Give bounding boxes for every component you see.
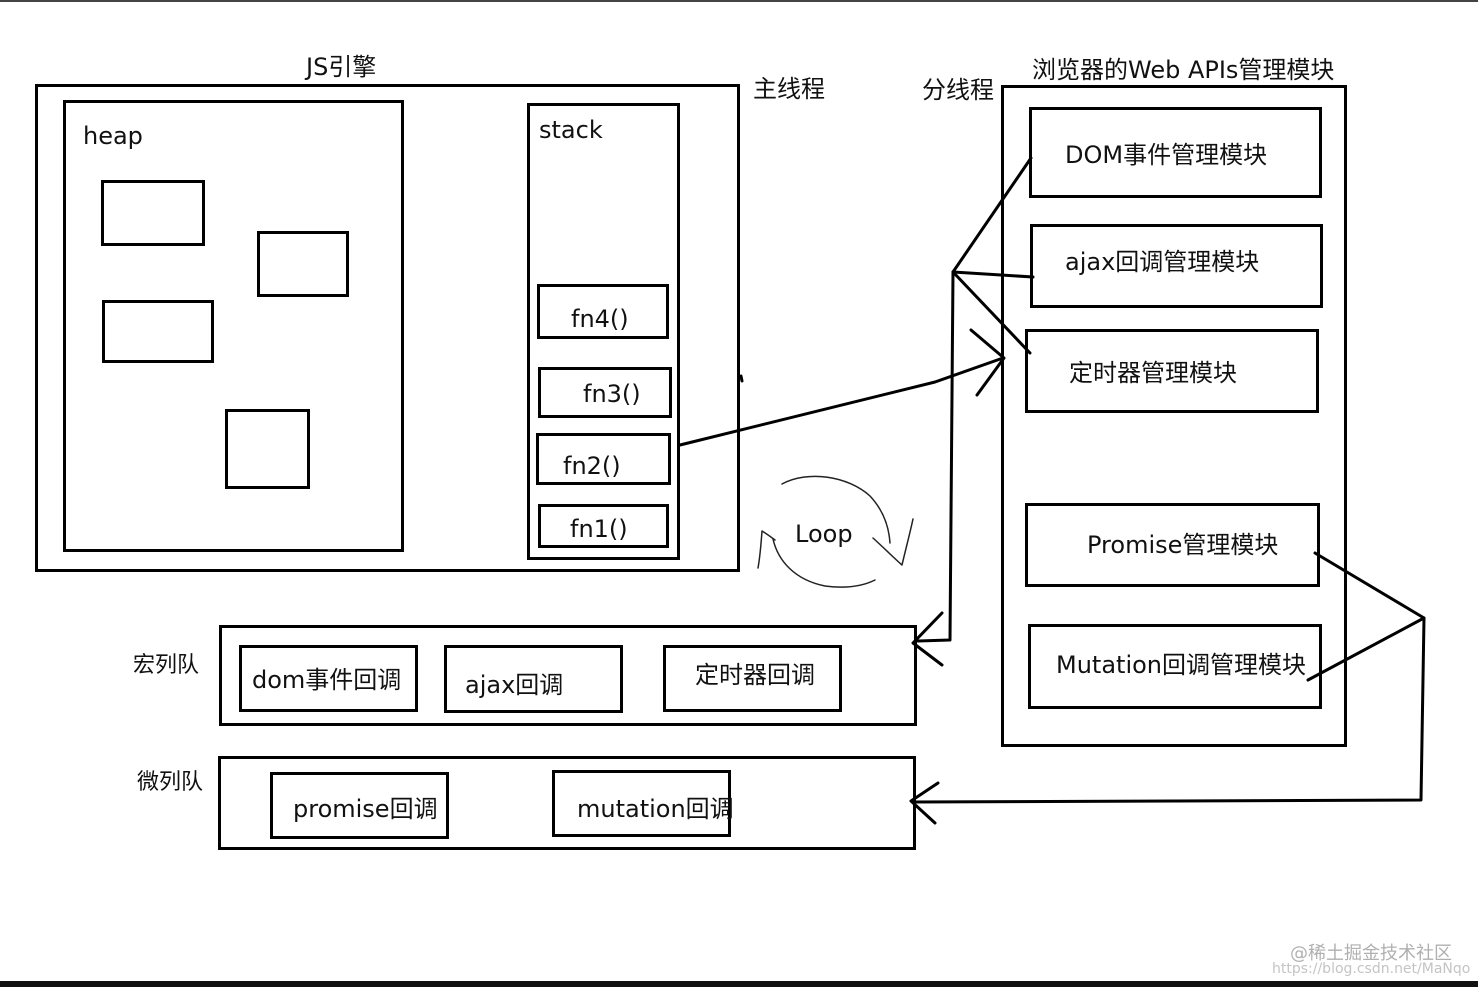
dom-event-module: DOM事件管理模块 [1029,107,1322,198]
loop-arrowhead-left [757,530,776,569]
micro-task-promise: promise回调 [270,772,449,839]
micro-queue-label: 微列队 [137,770,204,795]
stack-frame-fn1: fn1() [538,504,669,548]
macro-task-dom-event: dom事件回调 [239,645,418,712]
heap-object [225,409,310,489]
macro-queue-arrowhead [911,611,944,667]
micro-task-mutation: mutation回调 [552,770,734,837]
side-thread-label: 分线程 [922,76,994,104]
loop-label: Loop [795,520,853,548]
loop-arrowhead-right [872,518,914,566]
js-engine-title: JS引擎 [306,53,377,81]
js-engine-edge-mark [739,374,744,383]
fn2-arrowhead [969,328,1006,397]
macro-queue-label: 宏列队 [133,653,200,678]
promise-module: Promise管理模块 [1025,503,1320,587]
macro-task-timer: 定时器回调 [663,645,842,712]
web-apis-to-macro-queue-line [916,270,955,643]
heap-object [257,231,349,297]
bottom-border [0,981,1478,987]
heap-object [101,180,205,246]
mutation-callback-module: Mutation回调管理模块 [1028,624,1322,709]
stack-label: stack [539,116,603,144]
heap-label: heap [83,122,143,150]
ajax-callback-module: ajax回调管理模块 [1030,224,1323,308]
timer-module: 定时器管理模块 [1025,329,1319,413]
stack-frame-fn3: fn3() [538,367,672,418]
stack-frame-fn4: fn4() [537,284,669,339]
heap-box [63,100,404,552]
macro-task-ajax: ajax回调 [444,645,623,713]
watermark-url: https://blog.csdn.net/MaNqo [1272,961,1471,977]
watermark-site: @稀土掘金技术社区 [1290,943,1452,964]
stack-box [527,103,680,560]
top-border [0,0,1478,2]
js-engine-box [35,84,740,572]
web-apis-title: 浏览器的Web APIs管理模块 [1032,56,1335,84]
stack-frame-fn2: fn2() [536,433,671,485]
heap-object [102,300,214,363]
main-thread-label: 主线程 [753,75,825,103]
